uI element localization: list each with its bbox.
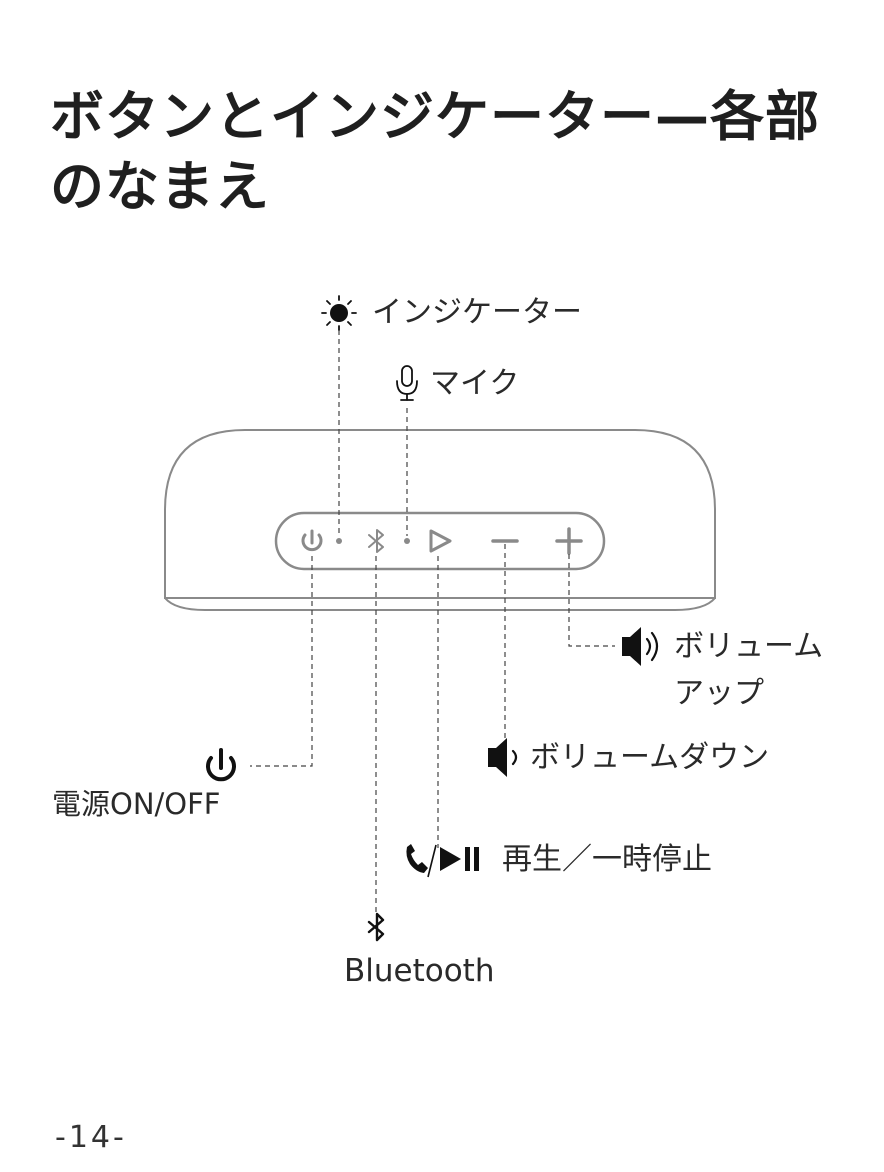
- button-panel: [276, 513, 604, 569]
- sun-icon: [322, 296, 356, 330]
- play-pause-icon: [440, 847, 479, 871]
- play-pause-label: 再生／一時停止: [502, 845, 712, 875]
- leader-lines: [250, 330, 615, 912]
- bluetooth-label: Bluetooth: [344, 956, 495, 987]
- power-icon: [208, 750, 234, 779]
- bluetooth-icon: [369, 914, 383, 940]
- volume-up-label-line1: ボリューム: [674, 632, 823, 662]
- indicator-label: インジケーター: [372, 298, 582, 328]
- speaker-quiet-icon: [488, 738, 516, 777]
- speaker-loud-icon: [622, 627, 657, 666]
- microphone-icon: [397, 366, 417, 400]
- panel-indicator-dot: [336, 538, 342, 544]
- panel-mic-dot: [404, 538, 410, 544]
- mic-label: マイク: [430, 369, 519, 399]
- phone-icon: [406, 844, 428, 873]
- volume-down-label: ボリュームダウン: [530, 743, 769, 773]
- power-label: 電源ON/OFF: [52, 790, 220, 819]
- volume-up-label-line2: アップ: [674, 679, 764, 709]
- page-number: -14-: [55, 1120, 127, 1155]
- slash-divider: [428, 845, 436, 877]
